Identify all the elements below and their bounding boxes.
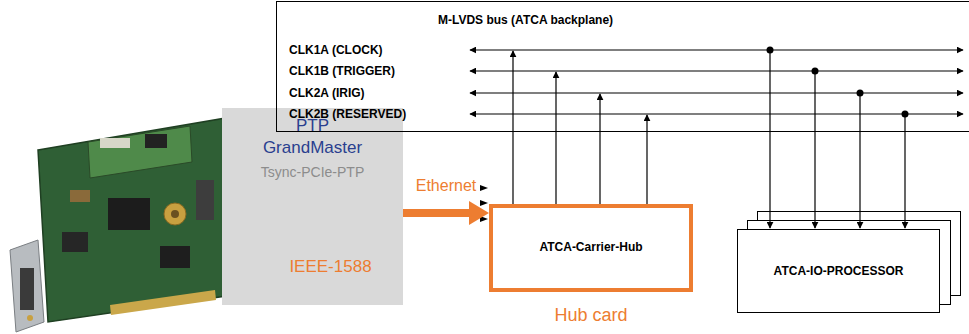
hub-card-box: ATCA-Carrier-HubHub card [489,204,693,292]
card-name: ATCA-Carrier-Hub [539,240,642,255]
arrow-head [469,201,489,225]
bus-lines [470,50,963,114]
io-processor-box: ATCA-IO-PROCESSOR [737,229,940,313]
pcie-card-photo [10,118,226,332]
bus-title: M-LVDS bus (ATCA backplane) [438,13,613,28]
product-title: PTP GrandMaster [253,115,373,159]
signal-name: CLK2B (RESERVED) [289,107,406,122]
grandmaster-box: PTP GrandMasterTsync-PCIe-PTP IEEE-1588 [222,108,403,305]
io-bus-wires [770,50,905,228]
product-model: Tsync-PCIe-PTP [261,164,364,181]
signal-name: CLK1A (CLOCK) [289,43,383,58]
signal-name: CLK1B (TRIGGER) [289,64,395,79]
standard-name: IEEE-1588 [289,257,371,277]
hub-bus-wires [513,51,647,204]
bus-tap-dots [767,47,909,118]
ethernet-connector [403,201,489,225]
signal-name: CLK2A (IRIG) [289,86,365,101]
card-name: ATCA-IO-PROCESSOR [774,264,904,279]
connector-label: Ethernet [416,176,476,195]
connector-line [403,209,470,217]
card-caption: Hub card [554,305,627,326]
